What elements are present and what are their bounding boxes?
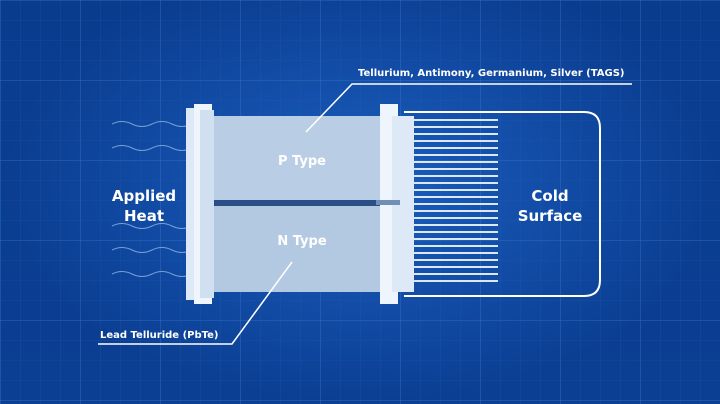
n-material-leader <box>98 261 293 345</box>
cold-surface-label: Cold Surface <box>506 186 594 226</box>
p-material-label: Tellurium, Antimony, Germanium, Silver (… <box>358 68 625 79</box>
left-flange <box>186 104 214 304</box>
p-material-leader <box>305 83 632 133</box>
semiconductor-block <box>214 116 392 292</box>
heat-waves <box>111 121 193 277</box>
cold-surface-line1: Cold <box>531 187 569 205</box>
applied-heat-line1: Applied <box>111 187 177 205</box>
applied-heat-label: Applied Heat <box>104 186 184 226</box>
cold-surface-bracket <box>404 111 601 297</box>
n-type-label: N Type <box>277 234 327 249</box>
p-type-label: P Type <box>278 154 326 169</box>
n-material-label: Lead Telluride (PbTe) <box>100 330 219 341</box>
heat-sink-fins <box>414 119 498 282</box>
cold-surface-line2: Surface <box>517 207 583 225</box>
applied-heat-line2: Heat <box>123 207 165 225</box>
right-flange <box>376 104 414 304</box>
